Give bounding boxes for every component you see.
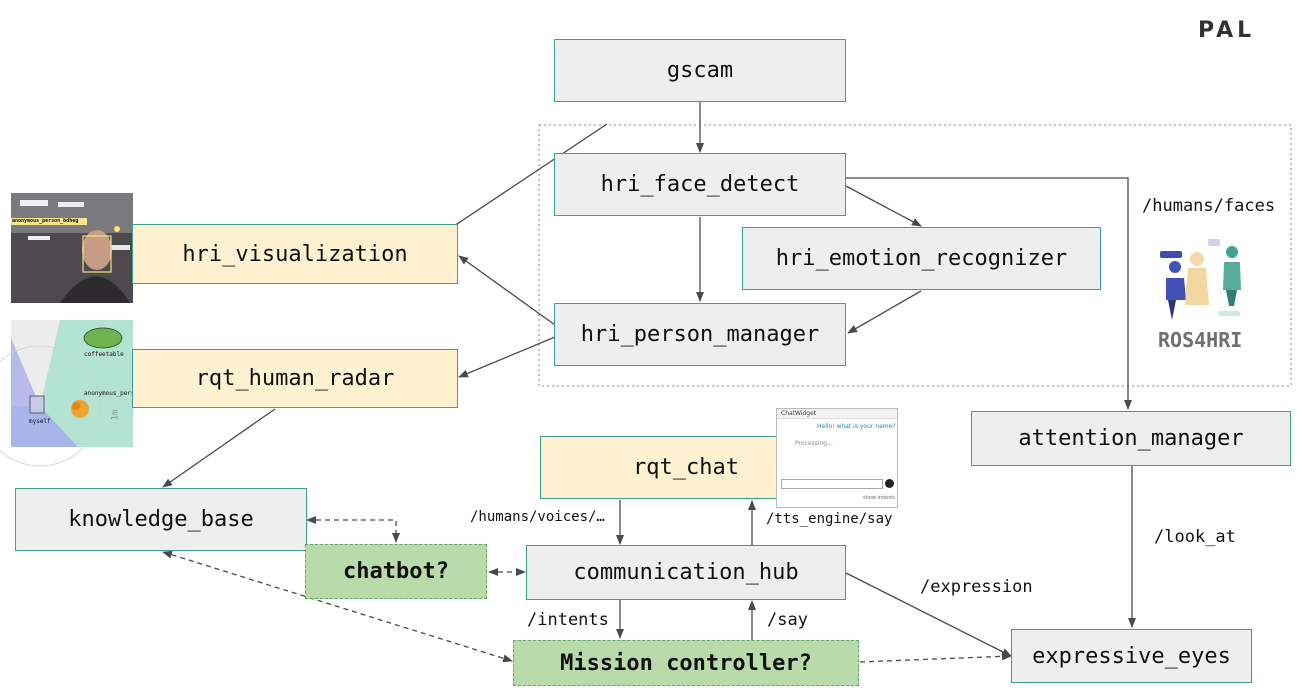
node-hri-emotion-recognizer: hri_emotion_recognizer [742,227,1101,290]
chat-widget-input [781,479,883,489]
radar-anonymous-label: anonymous_pers [84,390,135,397]
topic-look-at: /look_at [1154,527,1236,547]
edge-chatbot-knowledgebase [306,516,400,543]
node-rqt-human-radar: rqt_human_radar [132,349,458,408]
node-gscam: gscam [554,39,846,102]
face-tag-label: anonymous_person_bdheg [12,218,79,224]
edge-personmanager-radar [458,336,556,378]
edge-facedetect-attention [846,177,1132,410]
ros4hri-group [538,124,1292,387]
edge-facedetect-emotion [845,185,922,227]
ros4hri-label: ROS4HRI [1158,328,1243,352]
topic-intents: /intents [527,610,609,630]
node-knowledge-base: knowledge_base [15,488,307,551]
node-hri-person-manager: hri_person_manager [554,303,846,366]
node-hri-face-detect: hri_face_detect [554,153,846,216]
ros4hri-illustration [1160,239,1241,320]
pal-logo: PAL [1198,18,1256,43]
chat-widget-processing: Processing... [795,440,833,447]
topic-say: /say [767,610,808,630]
edge-knowledgebase-mission [162,550,513,663]
edge-commhub-eyes [845,572,1012,657]
send-icon [885,479,894,488]
radar-distance-label: 1m [110,409,121,421]
node-hri-visualization: hri_visualization [132,224,458,284]
radar-coffeetable-label: coffeetable [84,351,124,358]
radar-myself-label: myself [29,418,51,425]
chat-widget-greeting: Hello! what is your name? [817,423,896,430]
topic-humans-voices: /humans/voices/… [470,509,605,525]
chat-widget-thumbnail: ChatWidget Hello! what is your name? Pro… [776,408,898,508]
topic-humans-faces: /humans/faces [1142,196,1276,216]
face-detection-thumbnail [11,193,133,303]
node-chatbot: chatbot? [305,544,487,599]
topic-tts-engine-say: /tts_engine/say [766,511,893,527]
node-communication-hub: communication_hub [526,545,846,600]
chat-widget-show-intents: show intents [863,495,895,501]
node-expressive-eyes: expressive_eyes [1011,629,1252,683]
edge-emotion-personmanager [847,290,922,334]
edge-radar-knowledgebase [162,408,276,488]
node-attention-manager: attention_manager [971,411,1291,466]
edge-mission-eyes [859,652,1012,663]
chat-widget-title: ChatWidget [777,409,897,419]
node-mission-controller: Mission controller? [513,640,859,686]
human-radar-thumbnail [0,320,133,467]
edge-personmanager-visualization [458,255,556,326]
topic-expression: /expression [920,577,1033,597]
